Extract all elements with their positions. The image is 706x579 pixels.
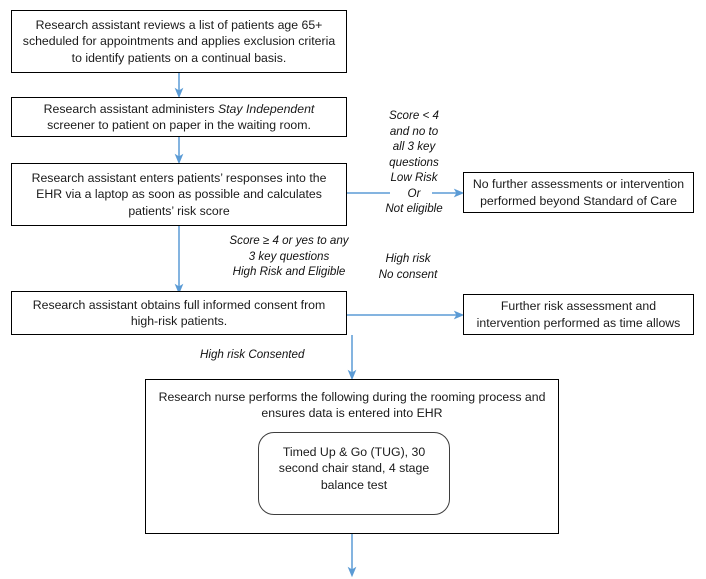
node-step1-review-patients[interactable]: Research assistant reviews a list of pat… xyxy=(11,10,347,73)
node-step2-label: Research assistant administers Stay Inde… xyxy=(19,101,339,134)
node-step5-inner-label: Timed Up & Go (TUG), 30 second chair sta… xyxy=(278,445,430,492)
edge-label-high-risk-consented: High risk Consented xyxy=(200,348,305,361)
node-outcome-no-consent[interactable]: Further risk assessment and intervention… xyxy=(463,294,694,335)
node-step4-label: Research assistant obtains full informed… xyxy=(32,297,326,328)
edge-label-high-risk-no-consent: High risk No consent xyxy=(378,252,438,281)
node-outcome-no-consent-label: Further risk assessment and intervention… xyxy=(476,299,681,330)
node-step2-text-before: Research assistant administers xyxy=(43,101,218,116)
node-step5-label: Research nurse performs the following du… xyxy=(158,390,546,421)
node-outcome-low-risk-label: No further assessments or intervention p… xyxy=(472,177,685,208)
edge-label-high-risk-eligible: Score ≥ 4 or yes to any 3 key questions … xyxy=(229,234,349,279)
node-step5-inner-tests[interactable]: Timed Up & Go (TUG), 30 second chair sta… xyxy=(258,432,450,515)
node-step3-label: Research assistant enters patients’ resp… xyxy=(31,170,327,218)
node-step2-administer-screener[interactable]: Research assistant administers Stay Inde… xyxy=(11,97,347,137)
node-outcome-low-risk[interactable]: No further assessments or intervention p… xyxy=(463,172,694,213)
node-step2-text-italic: Stay Independent xyxy=(217,101,315,116)
node-step4-obtain-consent[interactable]: Research assistant obtains full informed… xyxy=(11,291,347,335)
node-step2-text-after: screener to patient on paper in the wait… xyxy=(47,118,311,132)
edge-label-low-risk: Score < 4 and no to all 3 key questions … xyxy=(385,109,443,216)
node-step3-enter-responses[interactable]: Research assistant enters patients’ resp… xyxy=(11,163,347,226)
node-step1-label: Research assistant reviews a list of pat… xyxy=(22,17,336,65)
